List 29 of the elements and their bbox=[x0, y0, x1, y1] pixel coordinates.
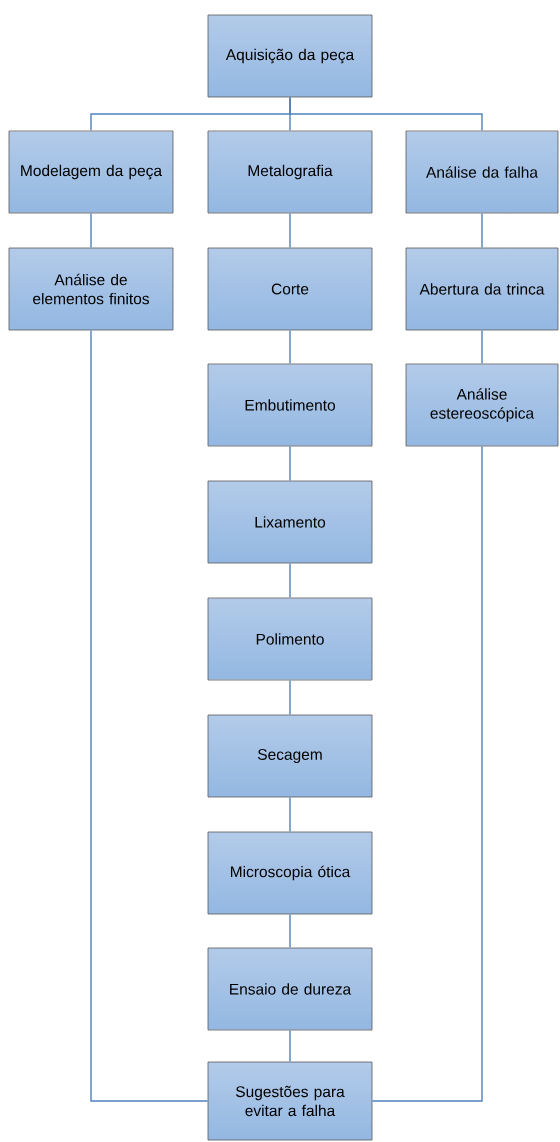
process-box: Modelagem da peça bbox=[8, 130, 174, 214]
process-box: Sugestões para evitar a falha bbox=[207, 1061, 373, 1141]
process-box: Corte bbox=[207, 247, 373, 331]
process-box: Secagem bbox=[207, 714, 373, 798]
connector-line bbox=[289, 562, 291, 599]
process-box: Ensaio de dureza bbox=[207, 947, 373, 1031]
connector-line bbox=[289, 212, 291, 249]
connector-line bbox=[481, 329, 483, 365]
connector-line bbox=[289, 1029, 291, 1063]
process-box: Polimento bbox=[207, 597, 373, 681]
process-box: Aquisição da peça bbox=[207, 14, 373, 98]
connector-line bbox=[289, 796, 291, 833]
process-box: Análise da falha bbox=[405, 130, 559, 214]
connector-line bbox=[289, 445, 291, 482]
process-box: Análise estereoscópica bbox=[405, 363, 559, 447]
connector-line bbox=[289, 679, 291, 716]
connector-line bbox=[289, 96, 483, 132]
process-box: Embutimento bbox=[207, 363, 373, 447]
connector-line bbox=[90, 329, 209, 1102]
connector-line bbox=[289, 329, 291, 365]
process-box: Análise de elementos finitos bbox=[8, 247, 174, 331]
process-box: Lixamento bbox=[207, 480, 373, 564]
process-box: Abertura da trinca bbox=[405, 247, 559, 331]
process-box: Microscopia ótica bbox=[207, 831, 373, 915]
connector-line bbox=[90, 212, 92, 249]
connector-line bbox=[371, 445, 483, 1102]
connector-line bbox=[481, 212, 483, 249]
process-box: Metalografia bbox=[207, 130, 373, 214]
connector-line bbox=[289, 913, 291, 949]
